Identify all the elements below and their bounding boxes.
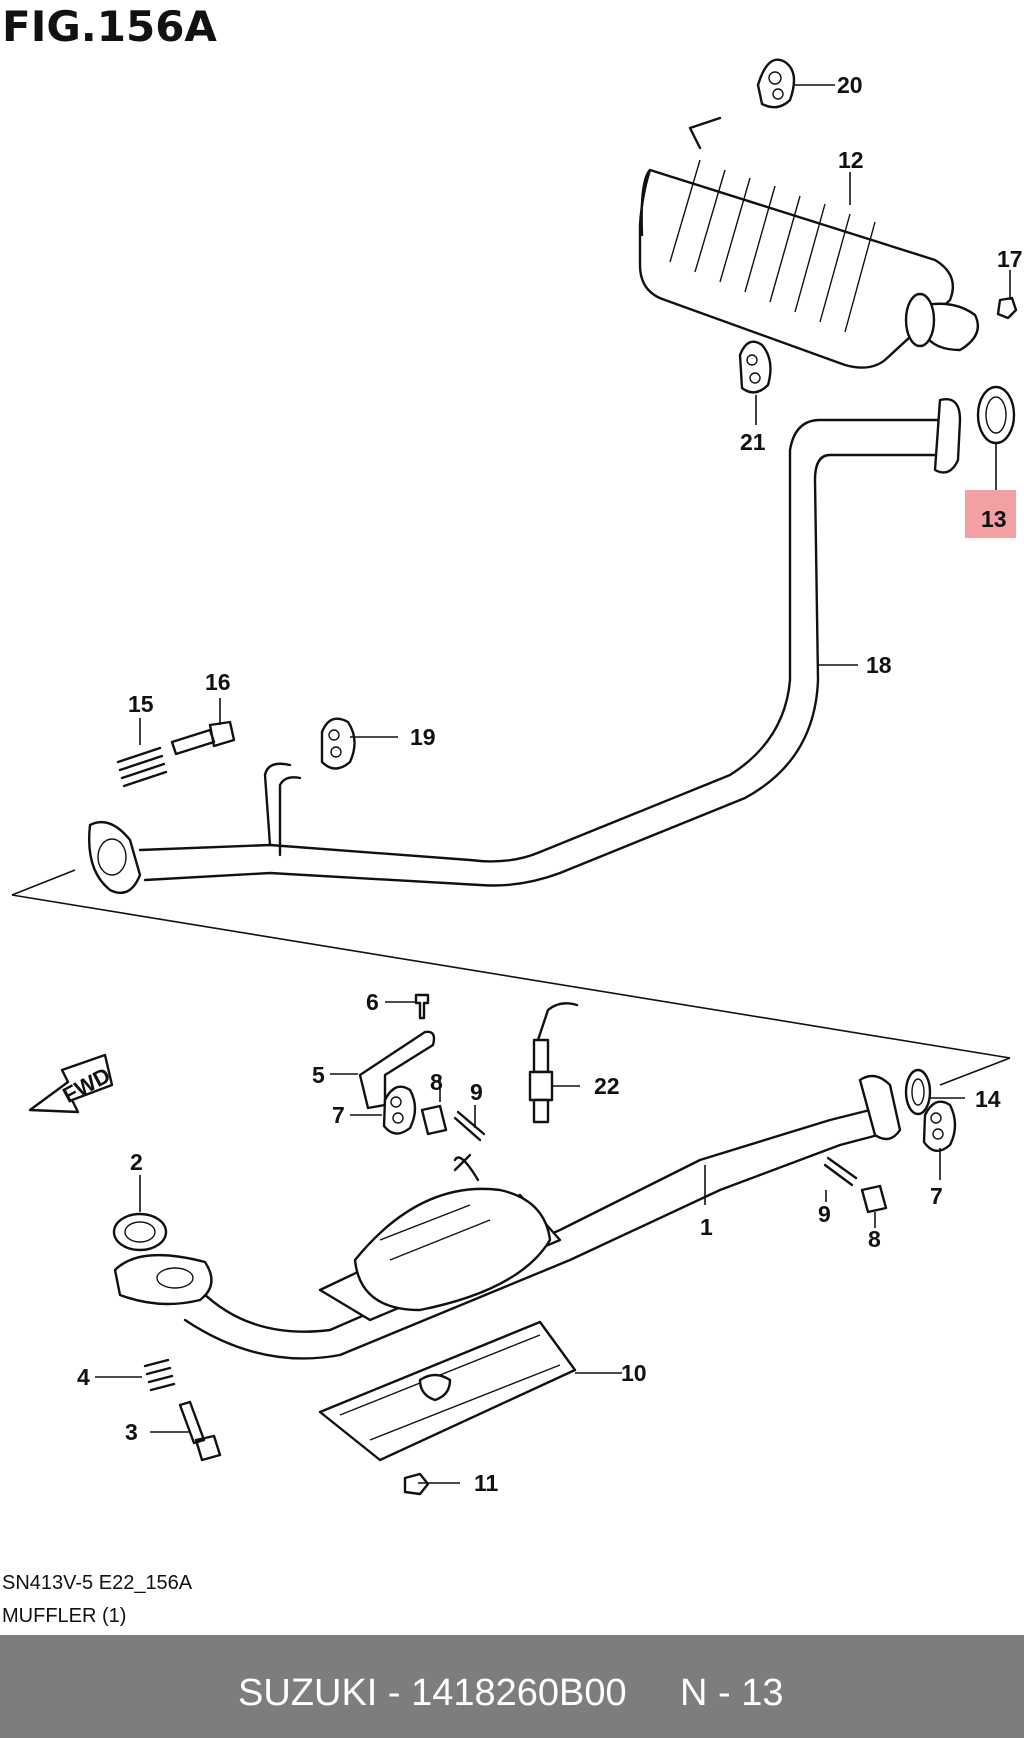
bolt-6[interactable] [414,993,430,1020]
bolt-9-right[interactable] [823,1156,858,1187]
callout-15: 15 [128,691,154,717]
callout-7-right: 7 [930,1183,943,1209]
rubber-mount-20[interactable] [756,58,796,109]
nut-17[interactable] [996,296,1018,320]
callout-12: 12 [838,147,864,173]
callout-17: 17 [997,246,1023,272]
callout-8-lower: 8 [868,1226,881,1252]
callout-8-upper: 8 [430,1069,443,1095]
callout-3: 3 [125,1419,138,1445]
callout-1: 1 [700,1214,713,1240]
callout-20: 20 [837,72,863,98]
diagram-name: MUFFLER (1) [2,1605,127,1627]
callout-4: 4 [77,1364,90,1390]
callout-13: 13 [981,506,1007,532]
footer-page-ref: N - 13 [680,1672,784,1714]
callout-21: 21 [740,429,766,455]
gasket-2[interactable] [112,1212,168,1252]
callout-5: 5 [312,1062,325,1088]
oxygen-sensor-22[interactable] [528,1002,579,1124]
callout-14: 14 [975,1086,1001,1112]
section-line-2 [11,894,1011,1059]
bolt-3[interactable] [178,1400,222,1462]
rubber-mount-19[interactable] [320,717,356,770]
figure-title: FIG.156A [2,2,217,51]
heat-shield-10[interactable] [318,1320,577,1462]
rubber-mount-21[interactable] [738,340,772,394]
exhaust-parts-diagram: FWD 20 12 17 21 13 18 16 15 19 6 5 [11,58,1023,1496]
callout-11: 11 [474,1470,499,1496]
callout-10: 10 [621,1360,647,1386]
collar-8-right[interactable] [860,1184,888,1214]
callout-18: 18 [866,652,892,678]
rubber-mount-7-left[interactable] [382,1085,417,1135]
callout-19: 19 [410,724,436,750]
nut-11[interactable] [403,1472,430,1496]
callout-16: 16 [205,669,231,695]
rubber-mount-7-right[interactable] [922,1100,957,1152]
bolt-16[interactable] [170,720,236,756]
collar-8-left[interactable] [420,1104,448,1136]
diagram-code: SN413V-5 E22_156A [2,1572,193,1594]
spring-4[interactable] [143,1358,176,1392]
leader-lines [95,84,1011,1484]
callout-7-left: 7 [332,1102,345,1128]
callout-6: 6 [366,989,379,1015]
callout-22: 22 [594,1073,620,1099]
footer-part-number: SUZUKI - 1418260B00 [238,1672,627,1714]
gasket-13[interactable] [976,385,1016,445]
forward-direction-arrow: FWD [28,1053,114,1114]
highlight-box-13 [965,490,1016,538]
callout-2: 2 [130,1149,143,1175]
callout-9-lower: 9 [818,1201,831,1227]
gasket-14[interactable] [904,1068,932,1116]
front-pipe-catalyst-1[interactable] [113,1074,902,1360]
bracket-5[interactable] [358,1030,436,1110]
muffler[interactable] [638,116,980,369]
section-line-3 [939,1057,1011,1086]
bolt-9-left[interactable] [453,1110,486,1142]
section-line [11,869,76,896]
spring-15[interactable] [116,746,168,788]
footer-bar [0,1635,1024,1738]
callout-9-upper: 9 [470,1079,483,1105]
center-pipe-18[interactable] [88,398,962,895]
